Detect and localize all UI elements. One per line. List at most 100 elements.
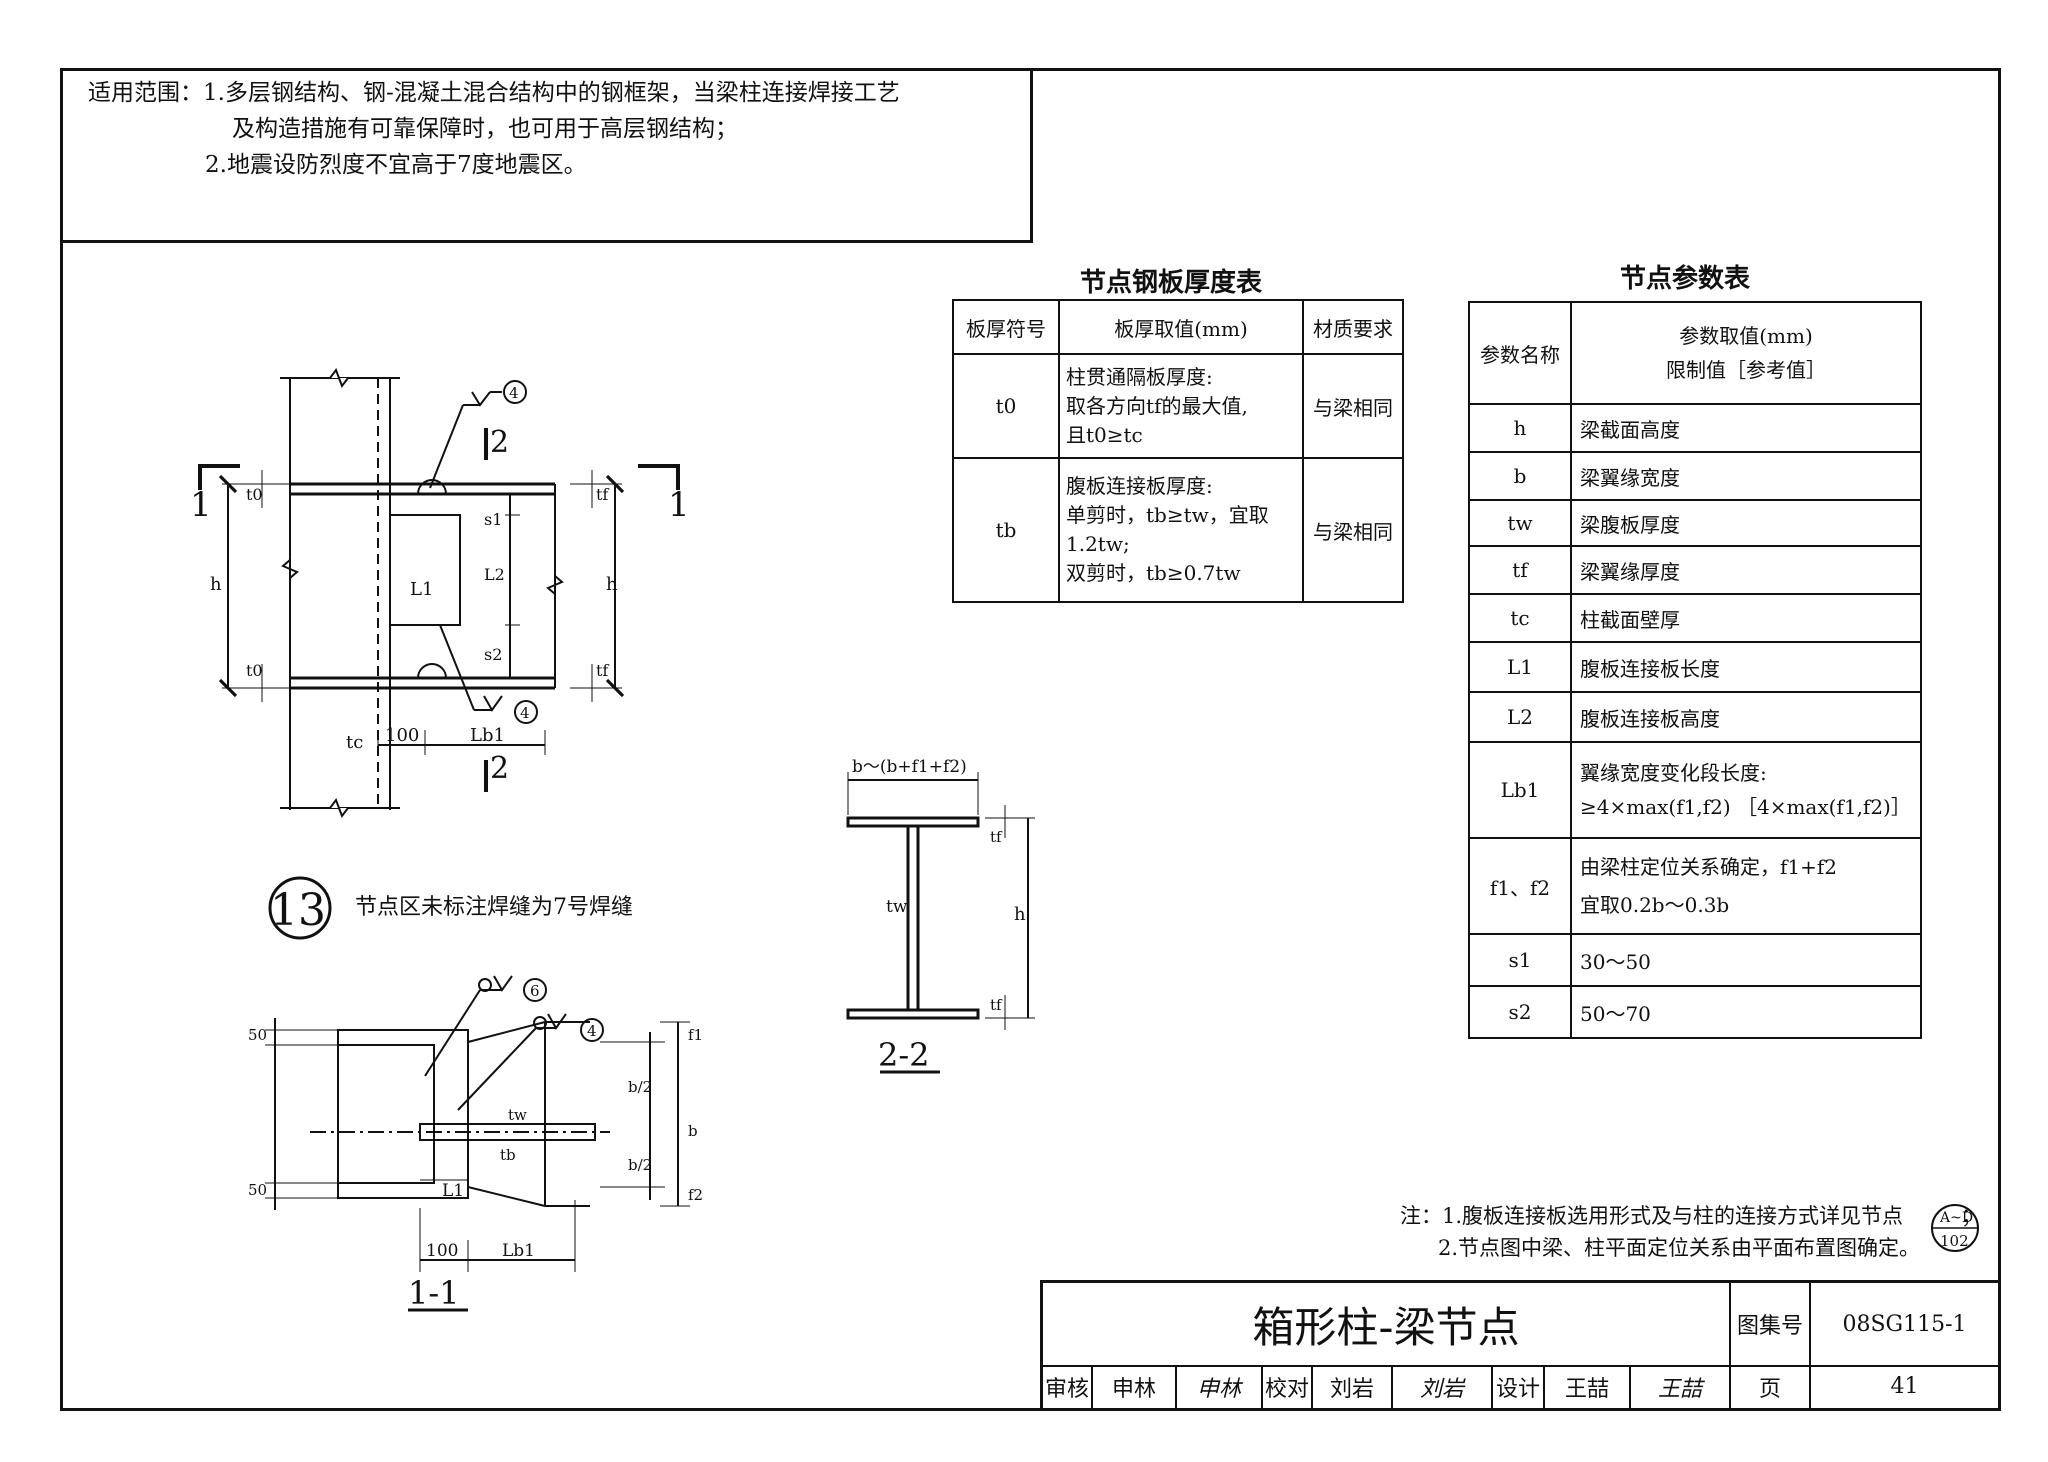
dim-tf-bottom: tf bbox=[596, 661, 609, 680]
note-1-end: ； bbox=[1961, 1204, 1983, 1228]
section-1-1-label: 1-1 bbox=[408, 1274, 460, 1312]
plate-value-line: 柱贯通隔板厚度: bbox=[1066, 364, 1213, 389]
scope-of-application: 适用范围：1.多层钢结构、钢-混凝土混合结构中的钢框架，当梁柱连接焊接工艺 及构… bbox=[60, 68, 1033, 243]
reviewer-name: 申林 bbox=[1091, 1365, 1175, 1408]
param-value: 梁翼缘厚度 bbox=[1570, 545, 1922, 595]
section-2-2-view bbox=[846, 772, 1035, 1074]
drawing-title: 箱形柱-梁节点 bbox=[1252, 1302, 1520, 1352]
check-label: 校对 bbox=[1261, 1365, 1311, 1408]
note-2: 2.节点图中梁、柱平面定位关系由平面布置图确定。 bbox=[1438, 1236, 1921, 1260]
param-table-title: 节点参数表 bbox=[1620, 264, 1751, 294]
checker-name: 刘岩 bbox=[1311, 1365, 1391, 1408]
dim-b2-bottom: b/2 bbox=[628, 1156, 652, 1174]
plate-header-value: 板厚取值(mm) bbox=[1058, 299, 1304, 355]
reviewer-signature: 申林 bbox=[1175, 1365, 1261, 1408]
plate-material: 与梁相同 bbox=[1302, 457, 1404, 603]
dim-s1: s1 bbox=[484, 510, 502, 529]
dim-f2: f2 bbox=[688, 1186, 703, 1204]
notes: 注：1.腹板连接板选用形式及与柱的连接方式详见节点 ； 2.节点图中梁、柱平面定位… bbox=[1400, 1200, 1982, 1264]
plate-header-symbol: 板厚符号 bbox=[952, 299, 1060, 355]
dim-tf-section-top: tf bbox=[990, 828, 1003, 846]
param-value: ≥4×max(f1,f2) ［4×max(f1,f2)］ bbox=[1580, 795, 1911, 819]
weld-number: 4 bbox=[520, 704, 530, 722]
param-value: 柱截面壁厚 bbox=[1570, 593, 1922, 643]
detail-13-circle bbox=[268, 876, 332, 940]
param-value: 50～70 bbox=[1570, 985, 1922, 1039]
param-name: s2 bbox=[1468, 985, 1572, 1039]
page-label: 页 bbox=[1729, 1365, 1809, 1408]
param-name: h bbox=[1468, 403, 1572, 453]
param-value: 梁腹板厚度 bbox=[1570, 499, 1922, 547]
section-2-2-label: 2-2 bbox=[878, 1036, 930, 1074]
plate-header-material: 材质要求 bbox=[1302, 299, 1404, 355]
param-name: tw bbox=[1468, 499, 1572, 547]
checker-signature: 刘岩 bbox=[1391, 1365, 1491, 1408]
dim-s2: s2 bbox=[484, 645, 502, 664]
param-header-limit: 限制值［参考值］ bbox=[1666, 358, 1826, 382]
param-header-name: 参数名称 bbox=[1468, 301, 1572, 405]
note-1: 注：1.腹板连接板选用形式及与柱的连接方式详见节点 bbox=[1400, 1204, 1904, 1228]
dim-tf-section-bottom: tf bbox=[990, 996, 1003, 1014]
plate-symbol: t0 bbox=[952, 353, 1060, 459]
param-value: 由梁柱定位关系确定，f1+f2 bbox=[1580, 855, 1838, 879]
param-name: b bbox=[1468, 451, 1572, 501]
weld-number: 4 bbox=[587, 1022, 597, 1040]
dim-100: 100 bbox=[385, 725, 419, 746]
scope-line-2: 及构造措施有可靠保障时，也可用于高层钢结构； bbox=[232, 116, 738, 142]
dim-tf-top: tf bbox=[596, 485, 609, 504]
dim-flange-width: b～(b+f1+f2) bbox=[852, 757, 967, 777]
dim-t0-bottom: t0 bbox=[246, 661, 263, 680]
param-value: 宜取0.2b～0.3b bbox=[1580, 893, 1730, 917]
param-name: L2 bbox=[1468, 691, 1572, 743]
table-row: Lb1 翼缘宽度变化段长度: ≥4×max(f1,f2) ［4×max(f1,f2… bbox=[1468, 741, 1922, 839]
param-value: 梁截面高度 bbox=[1570, 403, 1922, 453]
dim-L2: L2 bbox=[484, 565, 505, 584]
dim-Lb1: Lb1 bbox=[470, 725, 505, 746]
dim-100-plan: 100 bbox=[426, 1241, 458, 1261]
param-name: tc bbox=[1468, 593, 1572, 643]
title-block: 箱形柱-梁节点 图集号 08SG115-1 审核 申林 申林 校对 刘岩 刘岩 … bbox=[1040, 1280, 1998, 1408]
cut-mark-right: 1 bbox=[668, 485, 690, 525]
param-name: Lb1 bbox=[1468, 741, 1572, 839]
dim-b2-top: b/2 bbox=[628, 1078, 652, 1096]
param-value: 腹板连接板长度 bbox=[1570, 641, 1922, 693]
param-header-value: 参数取值(mm) bbox=[1679, 324, 1813, 348]
table-row: f1、f2 由梁柱定位关系确定，f1+f2 宜取0.2b～0.3b bbox=[1468, 837, 1922, 935]
dim-h-section: h bbox=[1014, 904, 1026, 925]
dim-50-bottom: 50 bbox=[248, 1181, 267, 1199]
param-value: 翼缘宽度变化段长度: bbox=[1580, 761, 1767, 785]
weld-number: 4 bbox=[509, 384, 519, 402]
param-name: f1、f2 bbox=[1468, 837, 1572, 935]
dim-h-right: h bbox=[606, 574, 618, 595]
atlas-label: 图集号 bbox=[1729, 1283, 1809, 1365]
scope-line-1: 适用范围：1.多层钢结构、钢-混凝土混合结构中的钢框架，当梁柱连接焊接工艺 bbox=[88, 80, 900, 106]
cut-mark-top: 2 bbox=[490, 425, 509, 460]
plate-value-line: 取各方向tf的最大值, bbox=[1066, 393, 1248, 418]
plate-value-line: 且t0≥tc bbox=[1066, 422, 1143, 447]
section-1-1-view bbox=[265, 975, 690, 1312]
designer-name: 王喆 bbox=[1543, 1365, 1629, 1408]
scope-line-3: 2.地震设防烈度不宜高于7度地震区。 bbox=[205, 152, 587, 178]
param-name: tf bbox=[1468, 545, 1572, 595]
elevation-view bbox=[198, 367, 680, 819]
design-label: 设计 bbox=[1491, 1365, 1543, 1408]
page-number: 41 bbox=[1809, 1365, 1998, 1408]
dim-50-top: 50 bbox=[248, 1026, 267, 1044]
param-value: 腹板连接板高度 bbox=[1570, 691, 1922, 743]
label-tw-plan: tw bbox=[508, 1106, 527, 1124]
detail-note: 节点区未标注焊缝为7号焊缝 bbox=[355, 895, 633, 920]
plate-value-line: 1.2tw; bbox=[1066, 532, 1130, 556]
detail-number: 13 bbox=[270, 885, 326, 936]
review-label: 审核 bbox=[1044, 1376, 1089, 1402]
param-name: L1 bbox=[1468, 641, 1572, 693]
atlas-number: 08SG115-1 bbox=[1809, 1283, 1998, 1365]
plate-material: 与梁相同 bbox=[1302, 353, 1404, 459]
